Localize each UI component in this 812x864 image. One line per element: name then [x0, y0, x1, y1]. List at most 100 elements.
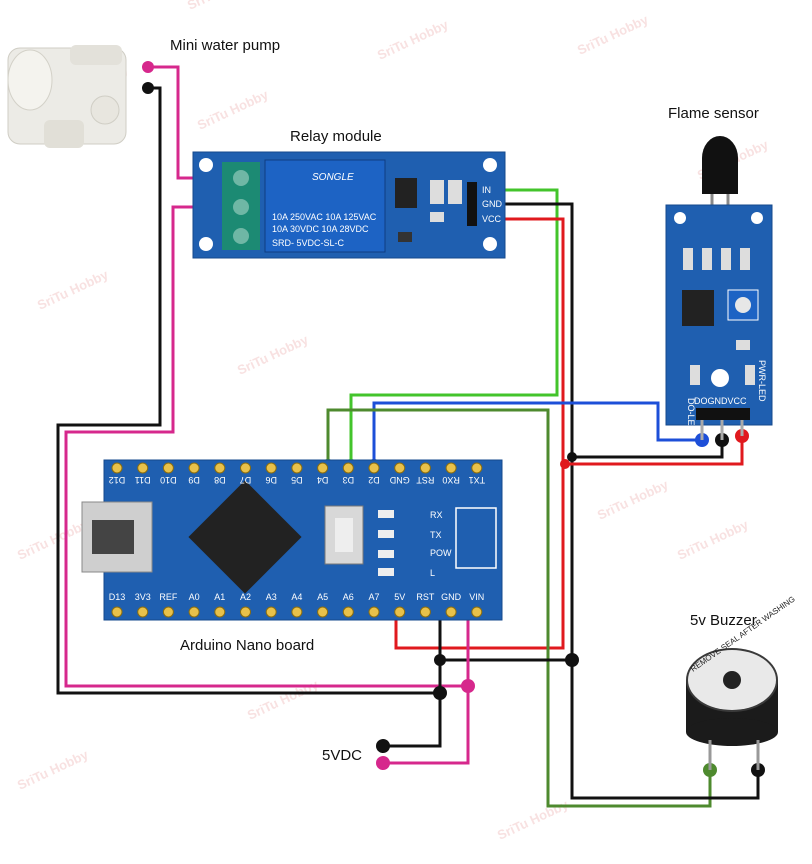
nano-bottom-pin-hole	[317, 606, 329, 618]
nano-top-pin-hole	[214, 462, 226, 474]
nano-top-pin-hole	[394, 462, 406, 474]
nano-bottom-pin-hole	[419, 606, 431, 618]
nano-bottom-pin-hole	[137, 606, 149, 618]
nano-bottom-pin-label: GND	[441, 592, 462, 602]
relay-brand: SONGLE	[312, 172, 354, 183]
nano-top-pin-hole	[419, 462, 431, 474]
nano-top-pin-label: D3	[343, 475, 355, 485]
nano-top-pin-label: RST	[416, 475, 435, 485]
supply-label: 5VDC	[322, 747, 362, 764]
nano-bottom-pin-label: A2	[240, 592, 251, 602]
nano-bottom-pin-label: A6	[343, 592, 354, 602]
nano-bottom-pin-hole	[291, 606, 303, 618]
nano-top-pin-label: GND	[389, 475, 410, 485]
nano-top-pin-hole	[471, 462, 483, 474]
nano-top-pin-label: TX1	[469, 475, 486, 485]
nano-top-pin-hole	[137, 462, 149, 474]
water-pump	[7, 45, 127, 148]
led-rx: RX	[430, 510, 443, 520]
nano-bottom-pin-hole	[188, 606, 200, 618]
flame-pwr-led: PWR-LED	[757, 360, 767, 402]
watermark-5: SriTu Hobby	[575, 12, 651, 58]
flame-sensor: DO-LED PWR-LED DOGNDVCC	[665, 136, 773, 440]
nano-top-pin-label: D6	[265, 475, 277, 485]
wire-buzzer-pos	[326, 408, 712, 808]
watermark-8: SriTu Hobby	[235, 332, 311, 378]
nano-bottom-pin-label: A7	[368, 592, 379, 602]
nano-bottom-pin-hole	[214, 606, 226, 618]
nano-top-pin-hole	[111, 462, 123, 474]
watermark-9: SriTu Hobby	[15, 517, 91, 563]
nano-top-pin-hole	[188, 462, 200, 474]
wire-flame-vcc	[565, 436, 744, 466]
wire-relay-gnd	[478, 202, 574, 660]
relay-pin-vcc: VCC	[482, 214, 502, 224]
nano-bottom-pin-hole	[265, 606, 277, 618]
nano-top-pin-label: D10	[160, 475, 177, 485]
nano-bottom-pin-hole	[162, 606, 174, 618]
buzzer-label: 5v Buzzer	[690, 612, 757, 629]
nano-top-pin-label: D12	[109, 475, 126, 485]
watermark-7: SriTu Hobby	[35, 267, 111, 313]
nano-bottom-pin-label: A4	[291, 592, 302, 602]
nano-top-pin-label: D5	[291, 475, 303, 485]
led-tx: TX	[430, 530, 442, 540]
wire-vin-supply	[385, 612, 470, 765]
watermark-10: SriTu Hobby	[595, 477, 671, 523]
relay-pin-gnd: GND	[482, 199, 503, 209]
nano-bottom-pin-label: 5V	[394, 592, 405, 602]
flame-do-led: DO-LED	[686, 398, 696, 433]
wire-relay-com	[64, 205, 468, 688]
nano-bottom-pin-label: REF	[159, 592, 178, 602]
nano-bottom-pin-hole	[471, 606, 483, 618]
nano-pin-holes	[111, 462, 483, 618]
nano-top-pin-label: D11	[135, 475, 151, 485]
nano-top-pin-hole	[445, 462, 457, 474]
wire-relay-in	[349, 188, 559, 466]
nano-bottom-pin-hole	[240, 606, 251, 618]
nano-bottom-pin-hole	[394, 606, 406, 618]
nano-top-pin-hole	[317, 462, 329, 474]
relay-module: SONGLE 10A 250VAC 10A 125VAC 10A 30VDC 1…	[192, 151, 506, 259]
watermark-12: SriTu Hobby	[15, 747, 91, 793]
nano-top-pin-hole	[240, 462, 251, 474]
wire-gnd-supply	[385, 612, 442, 748]
watermark-4: SriTu Hobby	[375, 17, 451, 63]
nano-top-pin-hole	[368, 462, 380, 474]
nano-top-pin-hole	[342, 462, 354, 474]
flame-pins: DOGNDVCC	[694, 396, 747, 406]
nano-bottom-pin-label: VIN	[469, 592, 484, 602]
led-pow: POW	[430, 548, 452, 558]
nano-top-pin-label: D9	[188, 475, 200, 485]
nano-bottom-pin-label: A0	[189, 592, 200, 602]
nano-top-pin-label: D4	[317, 475, 329, 485]
watermark-14: SriTu Hobby	[675, 517, 751, 563]
nano-bottom-pin-hole	[445, 606, 457, 618]
nano-bottom-pin-hole	[342, 606, 354, 618]
nano-bottom-pin-label: RST	[416, 592, 435, 602]
nano-bottom-pin-hole	[368, 606, 380, 618]
nano-bottom-pin-label: 3V3	[135, 592, 151, 602]
nano-top-pin-label: D7	[240, 475, 252, 485]
watermark-11: SriTu Hobby	[245, 677, 321, 723]
wire-relay-vcc	[394, 217, 565, 650]
nano-top-pin-label: D8	[214, 475, 226, 485]
nano-top-pin-hole	[265, 462, 277, 474]
relay-label: Relay module	[290, 128, 382, 145]
pump-label: Mini water pump	[170, 37, 280, 54]
watermark-13: SriTu Hobby	[495, 797, 571, 843]
relay-rating-2: 10A 30VDC 10A 28VDC	[272, 224, 369, 234]
watermark-1: SriTu Hobby	[185, 0, 261, 13]
relay-model: SRD- 5VDC-SL-C	[272, 238, 345, 248]
relay-rating-1: 10A 250VAC 10A 125VAC	[272, 212, 377, 222]
nano-bottom-pin-label: A1	[214, 592, 225, 602]
wire-flame-do	[372, 401, 702, 466]
led-l: L	[430, 568, 435, 578]
flame-label: Flame sensor	[668, 105, 759, 122]
nano-top-pin-hole	[291, 462, 303, 474]
nano-bottom-pin-label: D13	[109, 592, 126, 602]
